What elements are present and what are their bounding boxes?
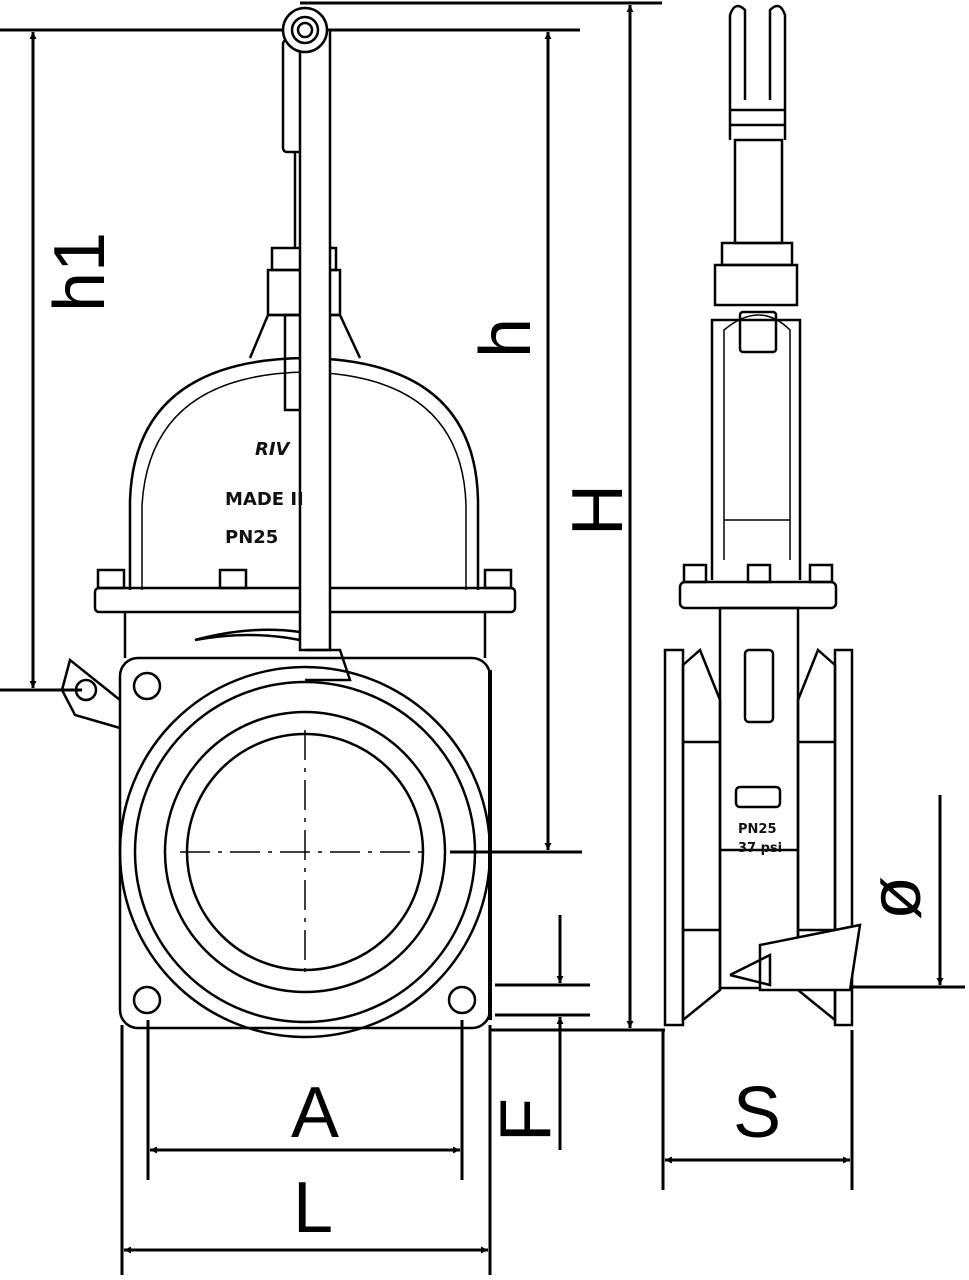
label-A: A bbox=[291, 1073, 339, 1153]
label-diameter: ø bbox=[856, 876, 936, 920]
label-H: H bbox=[558, 484, 638, 536]
side-pressure-text: PN25 bbox=[738, 822, 777, 837]
label-L: L bbox=[293, 1168, 333, 1248]
logo-front: RIV bbox=[255, 439, 292, 460]
label-S: S bbox=[733, 1073, 781, 1153]
label-F: F bbox=[486, 1098, 566, 1142]
front-view bbox=[60, 6, 517, 1039]
label-h1: h1 bbox=[40, 232, 120, 312]
made-in-text: MADE II bbox=[225, 489, 304, 510]
side-view bbox=[663, 4, 862, 1027]
markings: RIV MADE II PN25 PN25 37 psi bbox=[225, 439, 782, 856]
label-h: h bbox=[466, 318, 546, 358]
front-pressure-text: PN25 bbox=[225, 527, 278, 548]
dimension-labels: h1 h H A L F S ø bbox=[40, 232, 936, 1248]
side-psi-text: 37 psi bbox=[738, 841, 782, 856]
